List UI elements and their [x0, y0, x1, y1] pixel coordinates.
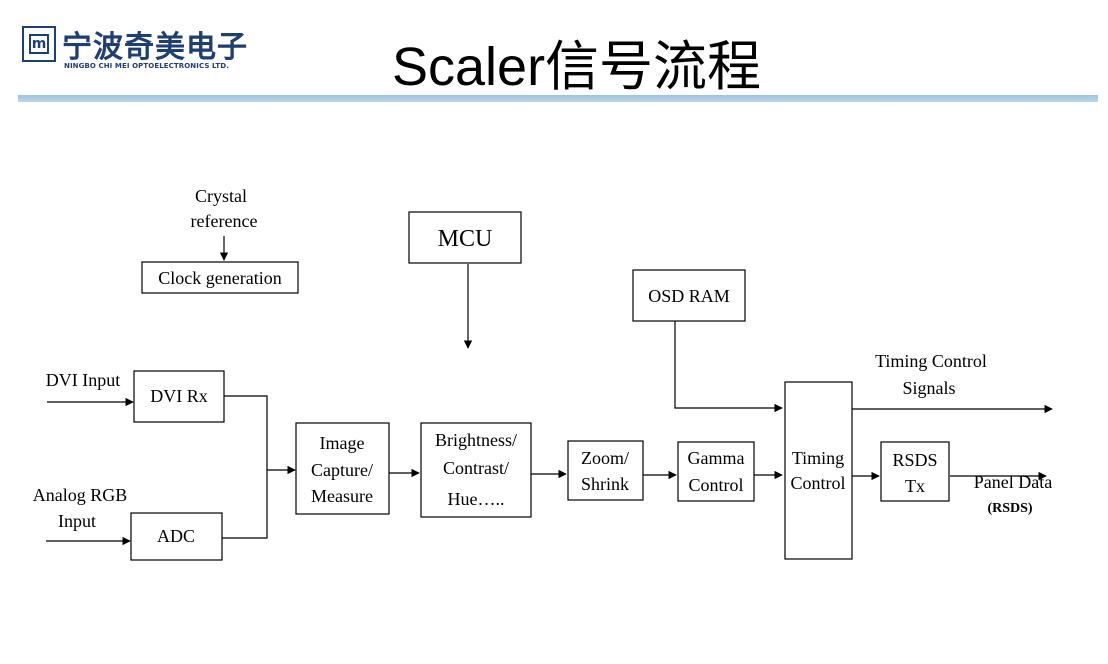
page-title: Scaler信号流程: [392, 37, 762, 97]
brightness-label-line2: Contrast/: [443, 458, 509, 478]
crystal-label-line1: Crystal: [195, 186, 247, 206]
adc-label: ADC: [157, 526, 195, 546]
logo-company-name: 宁波奇美电子: [62, 30, 248, 65]
osd-ram-label: OSD RAM: [648, 286, 730, 306]
osd-ram-block: [632, 269, 746, 322]
brightness-contrast-hue-block: [420, 422, 532, 518]
gamma-label-line2: Control: [688, 475, 743, 495]
logo-company-subtitle: NINGBO CHI MEI OPTOELECTRONICS LTD.: [64, 62, 229, 70]
gamma-control-block: [677, 441, 755, 502]
panel-data-label-line1: Panel Data: [974, 472, 1052, 492]
timing-label-line1: Timing: [792, 448, 844, 468]
brightness-label-line3: Hue…..: [448, 489, 505, 509]
dvi-input-label: DVI Input: [46, 370, 121, 390]
input-merge-bus: [222, 395, 268, 539]
adc-block: [130, 512, 223, 561]
rsds-tx-block: [880, 441, 950, 502]
mcu-block: [408, 211, 522, 264]
rsds-label-line1: RSDS: [892, 450, 937, 470]
clock-generation-label: Clock generation: [158, 268, 281, 288]
logo-emblem-icon: m: [22, 26, 56, 62]
dvi-rx-label: DVI Rx: [150, 386, 208, 406]
header-divider: [18, 95, 1098, 102]
osd-ram-to-timing-arrow: [674, 321, 783, 413]
logo-mark: m: [29, 34, 49, 54]
rsds-label-line2: Tx: [905, 476, 925, 496]
zoom-label-line2: Shrink: [581, 474, 629, 494]
image-capture-label-line1: Image: [320, 433, 365, 453]
brightness-label-line1: Brightness/: [435, 430, 517, 450]
zoom-shrink-block: [567, 440, 644, 501]
panel-data-label-line2: (RSDS): [987, 501, 1032, 516]
timing-signals-label-line1: Timing Control: [875, 351, 987, 371]
image-capture-label-line2: Capture/: [311, 460, 373, 480]
clock-generation-block: [141, 261, 299, 294]
analog-input-label-line1: Analog RGB: [33, 485, 128, 505]
analog-input-label-line2: Input: [58, 511, 96, 531]
company-logo: m 宁波奇美电子 NINGBO CHI MEI OPTOELECTRONICS …: [20, 20, 250, 80]
crystal-label-line2: reference: [191, 211, 258, 231]
timing-label-line2: Control: [790, 473, 845, 493]
image-capture-block: [295, 422, 390, 515]
mcu-label: MCU: [438, 226, 493, 252]
timing-control-block: [784, 381, 853, 560]
gamma-label-line1: Gamma: [688, 448, 745, 468]
zoom-label-line1: Zoom/: [581, 448, 629, 468]
image-capture-label-line3: Measure: [311, 486, 373, 506]
timing-signals-label-line2: Signals: [902, 378, 955, 398]
